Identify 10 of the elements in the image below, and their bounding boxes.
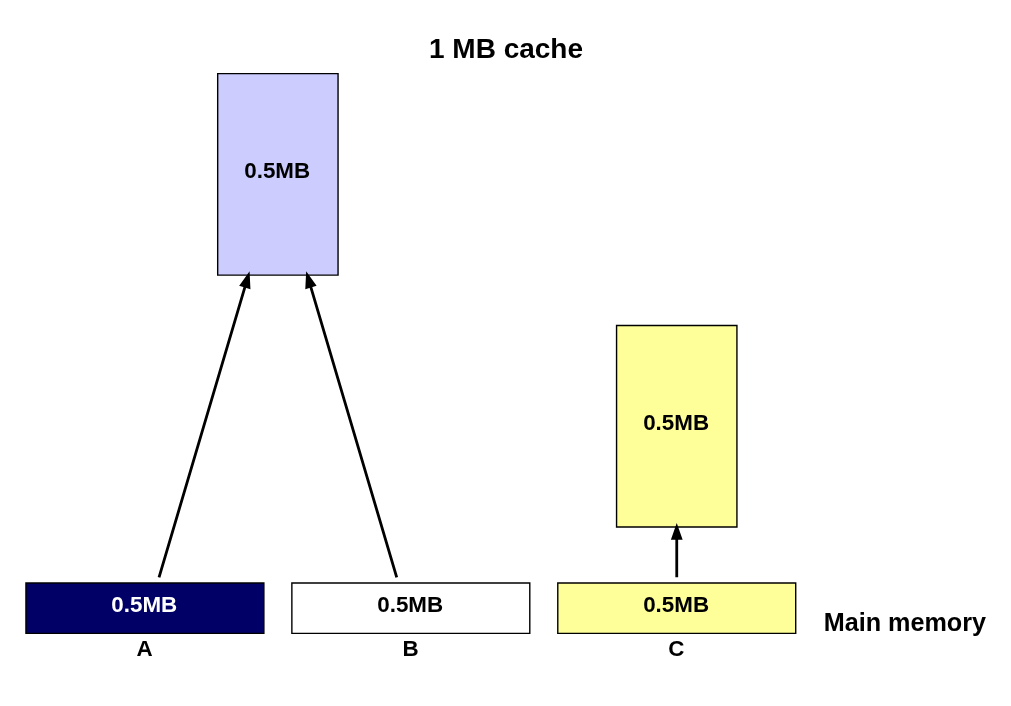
arrow [304,270,398,578]
label: Main memory [823,607,986,636]
node-box: 0.5MB [216,72,339,276]
arrow [670,522,683,577]
arrow [157,270,250,578]
node-box: 0.5MB [615,324,738,528]
node-label: A [136,635,153,661]
node-label: C [667,635,685,661]
node-label: B [401,635,419,661]
diagram-title: 1 MB cache [428,32,583,64]
